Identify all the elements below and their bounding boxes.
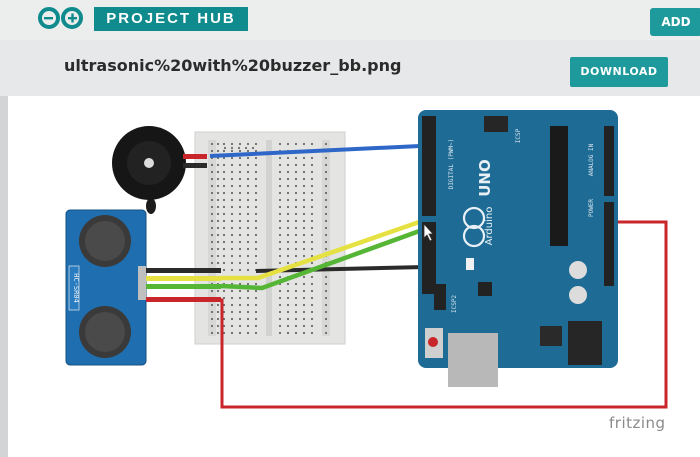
- pointer-cursor-icon: [423, 222, 434, 242]
- download-button[interactable]: DOWNLOAD: [570, 57, 668, 87]
- top-navigation-bar: PROJECT HUB ADD: [0, 0, 700, 40]
- add-button[interactable]: ADD: [650, 8, 700, 36]
- power-header-label: POWER: [588, 199, 595, 217]
- brand-name[interactable]: PROJECT HUB: [94, 7, 248, 31]
- screen-edge: [0, 96, 8, 457]
- circuit-diagram: HC-SR04 UNO Arduino DIGITAL (PWM~) POWER: [0, 96, 700, 457]
- icsp2-label: ICSP2: [451, 295, 458, 313]
- file-title: ultrasonic%20with%20buzzer_bb.png: [64, 56, 402, 75]
- infinity-logo-icon[interactable]: [35, 7, 87, 29]
- fritzing-watermark: fritzing: [609, 414, 666, 432]
- buzzer: [112, 126, 207, 214]
- arduino-uno-board: UNO Arduino DIGITAL (PWM~) POWER ANALOG …: [418, 110, 618, 387]
- board-brand-label: Arduino: [484, 207, 495, 246]
- analog-header-label: ANALOG IN: [588, 143, 595, 176]
- sensor-label: HC-SR04: [72, 273, 80, 303]
- digital-header-label: DIGITAL (PWM~): [448, 139, 455, 190]
- board-model-label: UNO: [476, 159, 494, 197]
- circuit-diagram-image: HC-SR04 UNO Arduino DIGITAL (PWM~) POWER: [65, 110, 668, 409]
- ultrasonic-sensor: HC-SR04: [65, 209, 147, 366]
- icsp-label: ICSP: [515, 128, 522, 143]
